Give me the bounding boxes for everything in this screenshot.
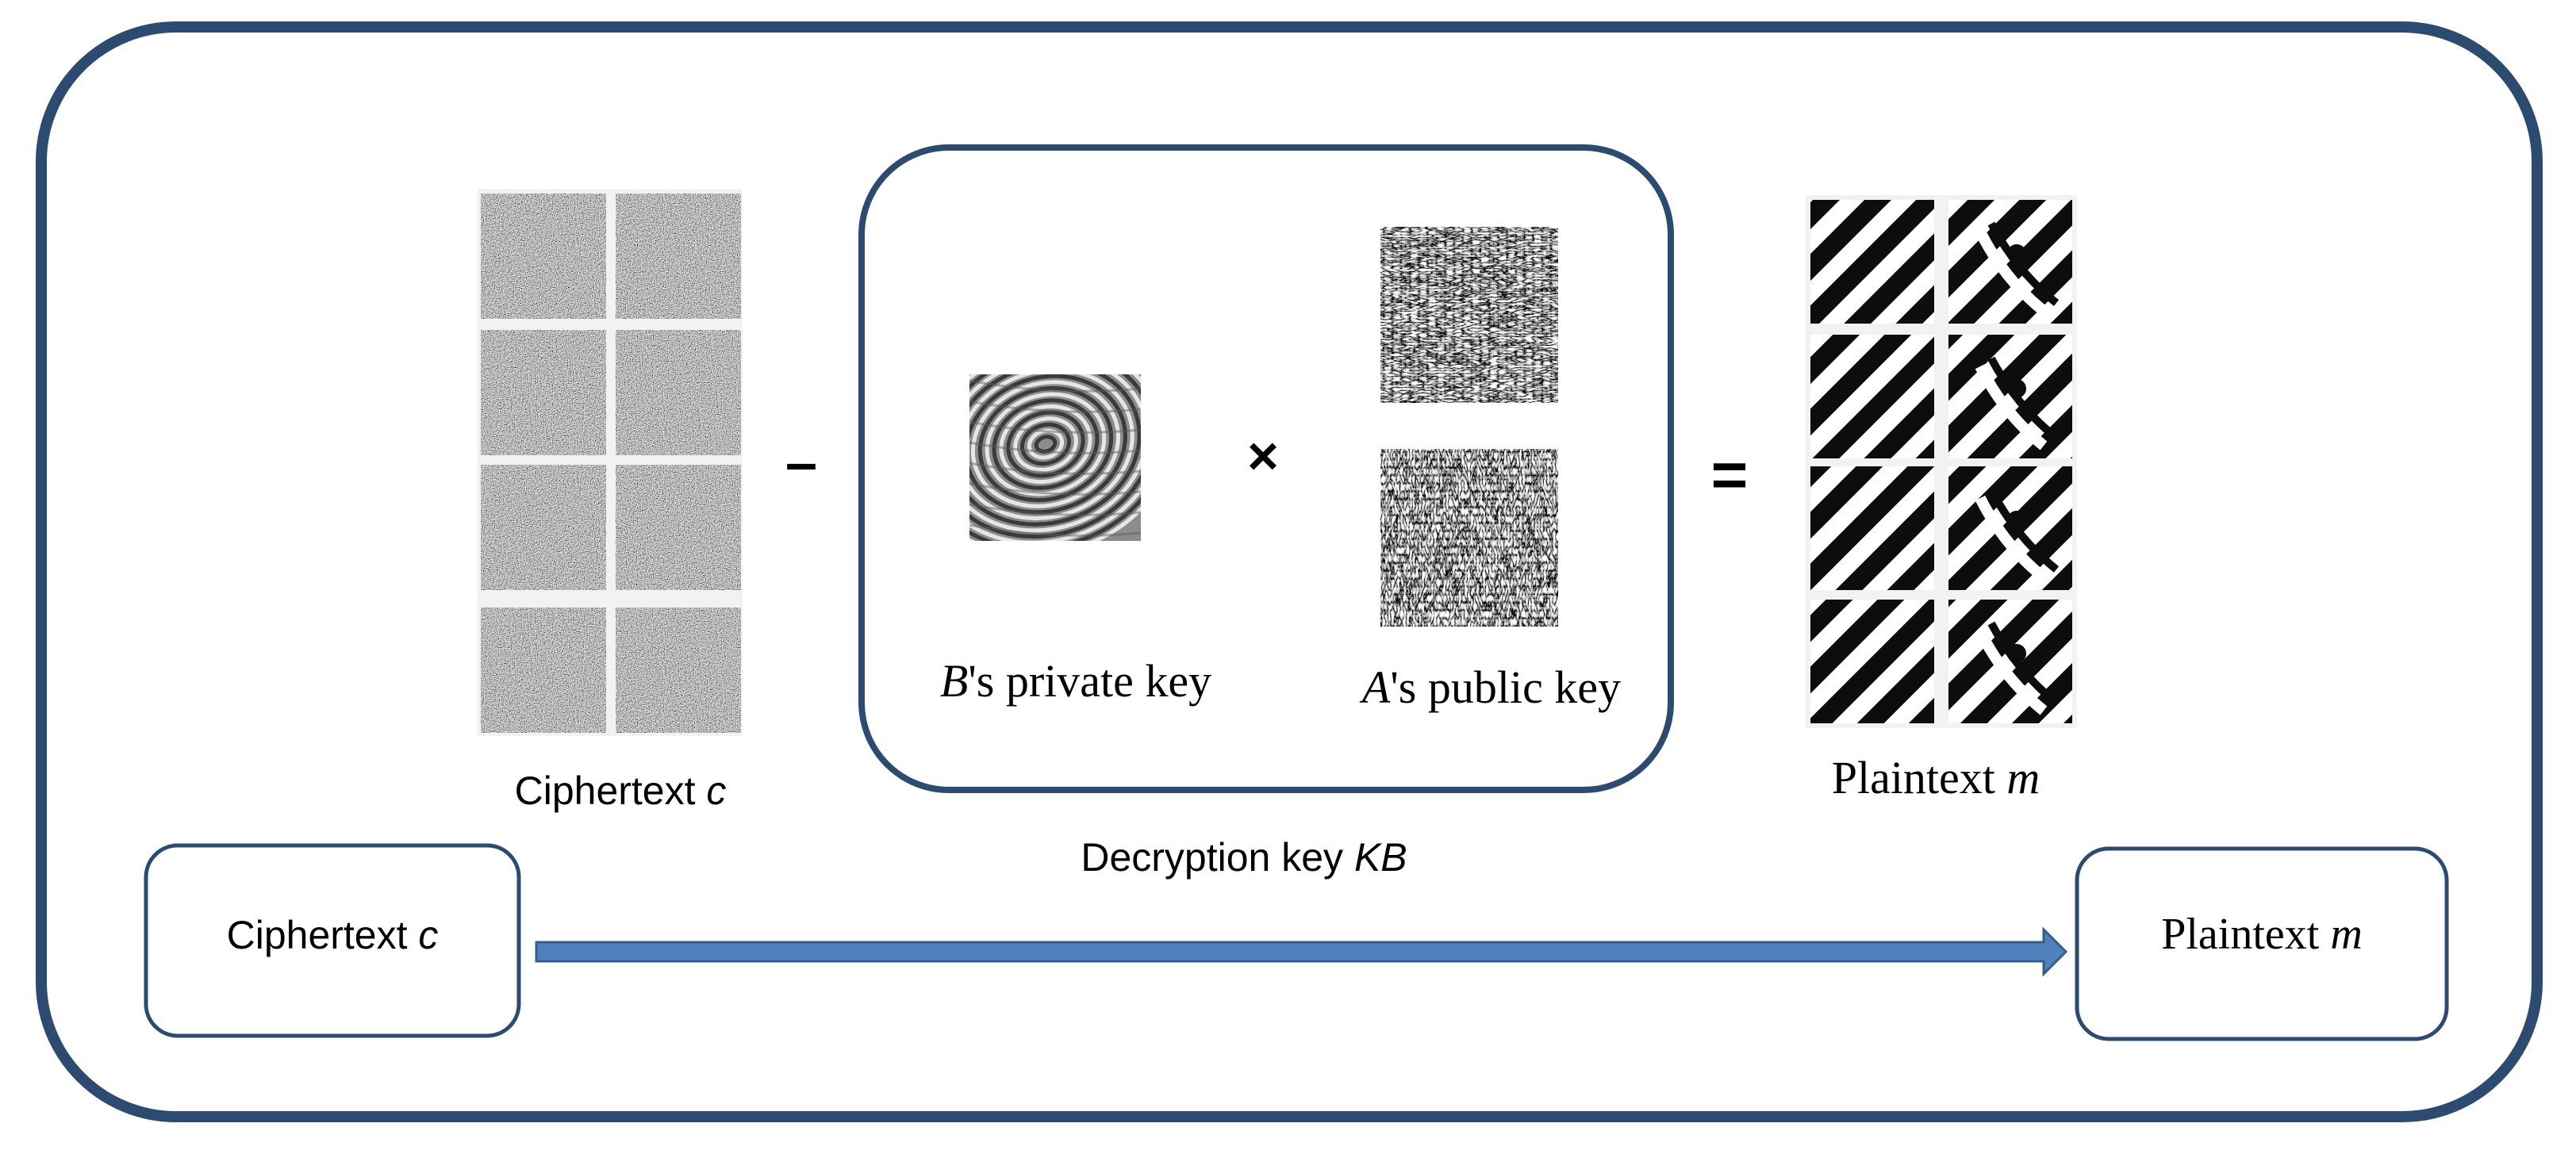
private-key-text: 's private key	[968, 655, 1211, 707]
fingerprint-ridge	[999, 404, 1092, 485]
fingerprint-ridge	[969, 462, 1141, 475]
fingerprint-ridge	[1006, 410, 1085, 478]
fingerprint-ridge	[969, 400, 1141, 413]
decryption-key-label-var: KB	[1354, 835, 1407, 880]
right-arrow-icon	[535, 926, 2068, 977]
ciphertext-tile	[481, 608, 606, 733]
plaintext-tile	[1810, 600, 1934, 723]
plaintext-label-text: Plaintext	[1832, 752, 2007, 803]
decryption-key-label: Decryption key KB	[1081, 835, 1407, 880]
plaintext-tile	[1810, 335, 1934, 458]
private-key-label: B's private key	[940, 655, 1211, 707]
ciphertext-tile	[481, 465, 606, 590]
fingerprint-ridge	[969, 374, 1134, 521]
fingerprint-ridge	[969, 374, 1127, 515]
plaintext-distortion-arc	[1975, 363, 2048, 450]
fingerprint-ridge	[1034, 435, 1058, 454]
fingerprint-ridge	[970, 380, 1121, 508]
plaintext-distortion-arc	[1987, 221, 2060, 306]
plaintext-distortion-dot	[2007, 379, 2026, 398]
ciphertext-input-text: Ciphertext	[227, 913, 419, 957]
fingerprint-ridge	[969, 379, 1141, 393]
fingerprint-ridge	[969, 523, 1141, 537]
fingerprint-ridge	[1027, 428, 1065, 460]
fingerprint-ridge	[1013, 416, 1078, 472]
fingerprint-ridge	[969, 441, 1141, 454]
fingerprint-ridge	[1020, 422, 1071, 466]
plaintext-tiles	[1806, 195, 2077, 728]
plaintext-output-label: Plaintext m	[2161, 910, 2363, 959]
fingerprint-ridge	[992, 398, 1100, 490]
ciphertext-label: Ciphertext c	[515, 769, 727, 813]
ciphertext-tile	[616, 608, 741, 733]
ciphertext-tile	[481, 330, 606, 455]
plaintext-distortion-arc	[1975, 495, 2048, 582]
ciphertext-tile	[616, 194, 741, 319]
outer-frame	[36, 21, 2543, 1122]
public-key-label: A's public key	[1359, 661, 1621, 713]
public-key-tile	[1380, 449, 1558, 627]
public-key-owner: A	[1359, 661, 1391, 713]
fingerprint-ridge	[969, 374, 1141, 541]
plaintext-label-var: m	[2006, 752, 2040, 803]
ciphertext-input-box	[144, 843, 521, 1038]
plaintext-distortion-arc	[1987, 621, 2060, 706]
ciphertext-label-var: c	[706, 769, 726, 813]
ciphertext-tiles	[478, 189, 743, 736]
decryption-key-box	[858, 144, 1674, 793]
ciphertext-tile	[616, 465, 741, 590]
times-operator: ×	[1247, 426, 1279, 486]
ciphertext-input-var: c	[418, 913, 438, 957]
decryption-key-label-text: Decryption key	[1081, 835, 1354, 880]
plaintext-distortion-dot	[2007, 244, 2026, 263]
private-key-fingerprint-image	[969, 374, 1141, 541]
plaintext-distortion-dot	[2007, 511, 2026, 530]
plaintext-distortion-arc	[1987, 488, 2060, 573]
fingerprint-ridge	[969, 374, 1141, 527]
ciphertext-label-text: Ciphertext	[515, 769, 707, 813]
fingerprint-ridge	[969, 503, 1141, 516]
public-key-tiles	[1380, 227, 1558, 627]
plaintext-label: Plaintext m	[1832, 752, 2040, 803]
private-key-owner: B	[940, 655, 968, 707]
ciphertext-input-label: Ciphertext c	[227, 913, 439, 957]
fingerprint-ridge	[969, 420, 1141, 434]
fingerprint-ridge	[969, 374, 1141, 539]
plaintext-tile	[1810, 466, 1934, 590]
plaintext-distortion-dot	[2007, 644, 2026, 663]
fingerprint-ridge	[969, 374, 1141, 533]
public-key-tile	[1380, 227, 1558, 403]
equals-operator: =	[1711, 439, 1749, 510]
plaintext-tile	[1810, 200, 1934, 324]
plaintext-distortion-arc	[1975, 628, 2048, 715]
plaintext-distortion-arc	[1987, 356, 2060, 441]
ciphertext-tile	[481, 194, 606, 319]
fingerprint-ridge	[969, 482, 1141, 496]
fingerprint-ridge	[985, 392, 1107, 496]
plaintext-distortion-arc	[1975, 228, 2048, 316]
minus-operator: –	[785, 431, 817, 495]
plaintext-output-text: Plaintext	[2161, 910, 2330, 959]
ciphertext-tile	[616, 330, 741, 455]
fingerprint-ridge	[977, 385, 1114, 503]
public-key-text: 's public key	[1390, 661, 1621, 713]
plaintext-output-var: m	[2330, 910, 2362, 959]
plaintext-output-box	[2075, 846, 2449, 1041]
